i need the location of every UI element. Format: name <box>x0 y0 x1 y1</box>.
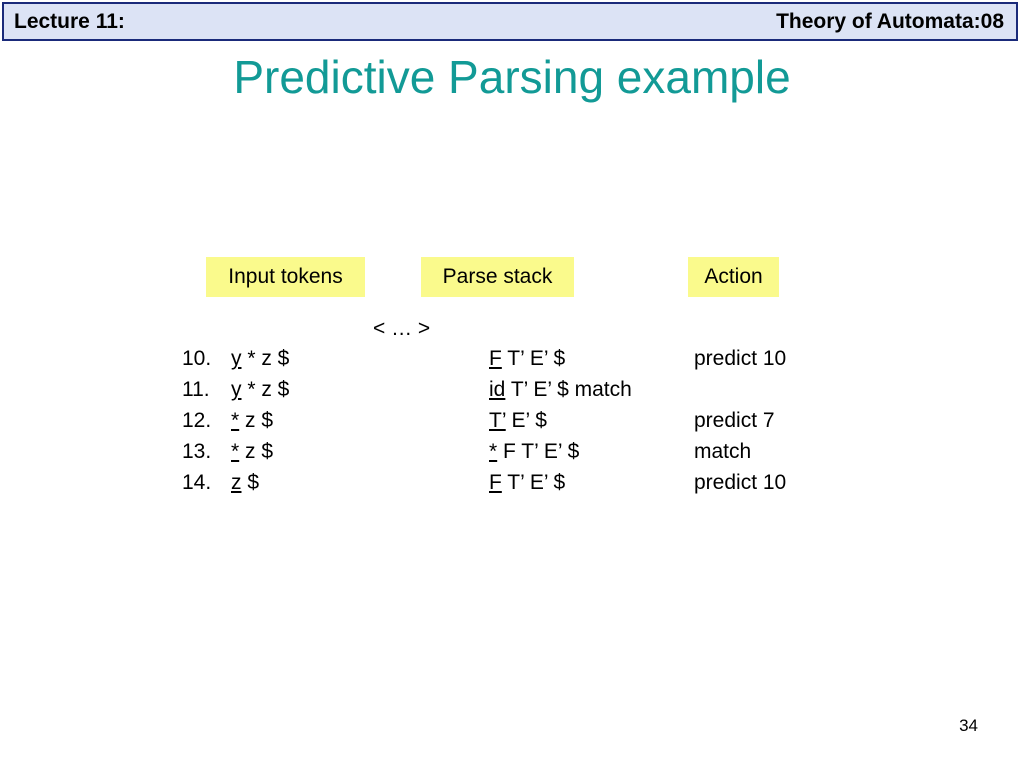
page-number: 34 <box>959 716 978 735</box>
action-label: Action <box>688 257 779 297</box>
stack-rest: T’ E’ $ match <box>505 378 632 401</box>
parse-row-14: 14. z $ F T’ E’ $ predict 10 <box>0 471 1024 502</box>
ellipsis-marker: < … > <box>373 317 431 340</box>
row-input-tokens: * z $ <box>231 409 273 433</box>
lecture-label: Lecture 11: <box>14 10 125 33</box>
remaining-tokens: * z $ <box>241 347 290 370</box>
remaining-tokens: * z $ <box>241 378 290 401</box>
parse-stack-label: Parse stack <box>421 257 574 297</box>
row-parse-stack: F T’ E’ $ <box>489 471 565 495</box>
row-number: 12. <box>182 409 212 432</box>
stack-rest: F T’ E’ $ <box>497 440 580 463</box>
remaining-tokens: z $ <box>239 409 274 432</box>
row-number: 11. <box>182 378 210 401</box>
stack-top: * <box>489 440 498 463</box>
stack-rest: T’ E’ $ <box>501 347 566 370</box>
row-number: 13. <box>182 440 212 463</box>
current-token: z <box>231 471 242 494</box>
row-input-tokens: z $ <box>231 471 259 495</box>
slide-header: Lecture 11: Theory of Automata:08 <box>2 2 1018 41</box>
parse-row-12: 12. * z $ T’ E’ $ predict 7 <box>0 409 1024 440</box>
row-input-tokens: y * z $ <box>231 347 289 371</box>
current-token: * <box>231 409 240 432</box>
course-label: Theory of Automata:08 <box>776 10 1004 33</box>
remaining-tokens: $ <box>241 471 260 494</box>
stack-rest: T’ E’ $ <box>501 471 566 494</box>
row-parse-stack: id T’ E’ $ match <box>489 378 632 402</box>
row-action: predict 10 <box>694 347 787 370</box>
row-parse-stack: T’ E’ $ <box>489 409 547 433</box>
row-action: match <box>694 440 752 463</box>
stack-rest: E’ $ <box>505 409 547 432</box>
row-number: 10. <box>182 347 212 370</box>
row-parse-stack: * F T’ E’ $ <box>489 440 579 464</box>
stack-top: id <box>489 378 506 401</box>
row-input-tokens: * z $ <box>231 440 273 464</box>
parse-row-13: 13. * z $ * F T’ E’ $ match <box>0 440 1024 471</box>
current-token: y <box>231 378 242 401</box>
current-token: * <box>231 440 240 463</box>
row-parse-stack: F T’ E’ $ <box>489 347 565 371</box>
row-number: 14. <box>182 471 212 494</box>
stack-top: T’ <box>489 409 506 432</box>
row-input-tokens: y * z $ <box>231 378 289 402</box>
input-tokens-label: Input tokens <box>206 257 365 297</box>
remaining-tokens: z $ <box>239 440 274 463</box>
stack-top: F <box>489 471 502 494</box>
parse-row-10: 10. y * z $ F T’ E’ $ predict 10 <box>0 347 1024 378</box>
parse-row-11: 11. y * z $ id T’ E’ $ match <box>0 378 1024 409</box>
current-token: y <box>231 347 242 370</box>
row-action: predict 7 <box>694 409 775 432</box>
stack-top: F <box>489 347 502 370</box>
row-action: predict 10 <box>694 471 787 494</box>
slide-title: Predictive Parsing example <box>233 51 791 103</box>
